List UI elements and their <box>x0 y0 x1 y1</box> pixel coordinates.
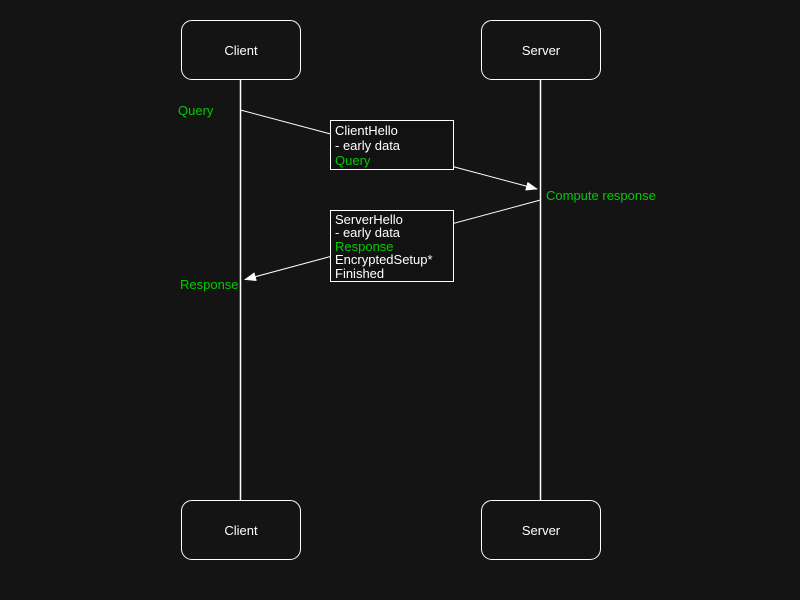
message-line: Response <box>335 238 394 254</box>
actor-server-bottom: Server <box>481 500 601 560</box>
actor-server-top-label: Server <box>521 42 561 58</box>
server-hello-message-box: ServerHello - early data Response Encryp… <box>330 210 454 282</box>
actor-server-bottom-label: Server <box>521 522 561 538</box>
client-hello-message-box: ClientHello - early data Query <box>330 120 454 170</box>
actor-client-bottom: Client <box>181 500 301 560</box>
message-line: - early data <box>335 138 401 153</box>
compute-response-annotation: Compute response <box>546 188 656 203</box>
message-line: ServerHello <box>335 212 403 227</box>
message-line: - early data <box>335 225 401 241</box>
response-annotation: Response <box>180 277 239 292</box>
actor-client-bottom-label: Client <box>224 522 258 538</box>
message-line: ClientHello <box>335 123 398 138</box>
message-line: Query <box>335 153 371 168</box>
message-line: Finished <box>335 265 385 281</box>
actor-client-top-label: Client <box>224 42 258 58</box>
actor-client-top: Client <box>181 20 301 80</box>
query-annotation: Query <box>178 103 214 118</box>
message-line: EncryptedSetup* <box>335 252 433 268</box>
actor-server-top: Server <box>481 20 601 80</box>
